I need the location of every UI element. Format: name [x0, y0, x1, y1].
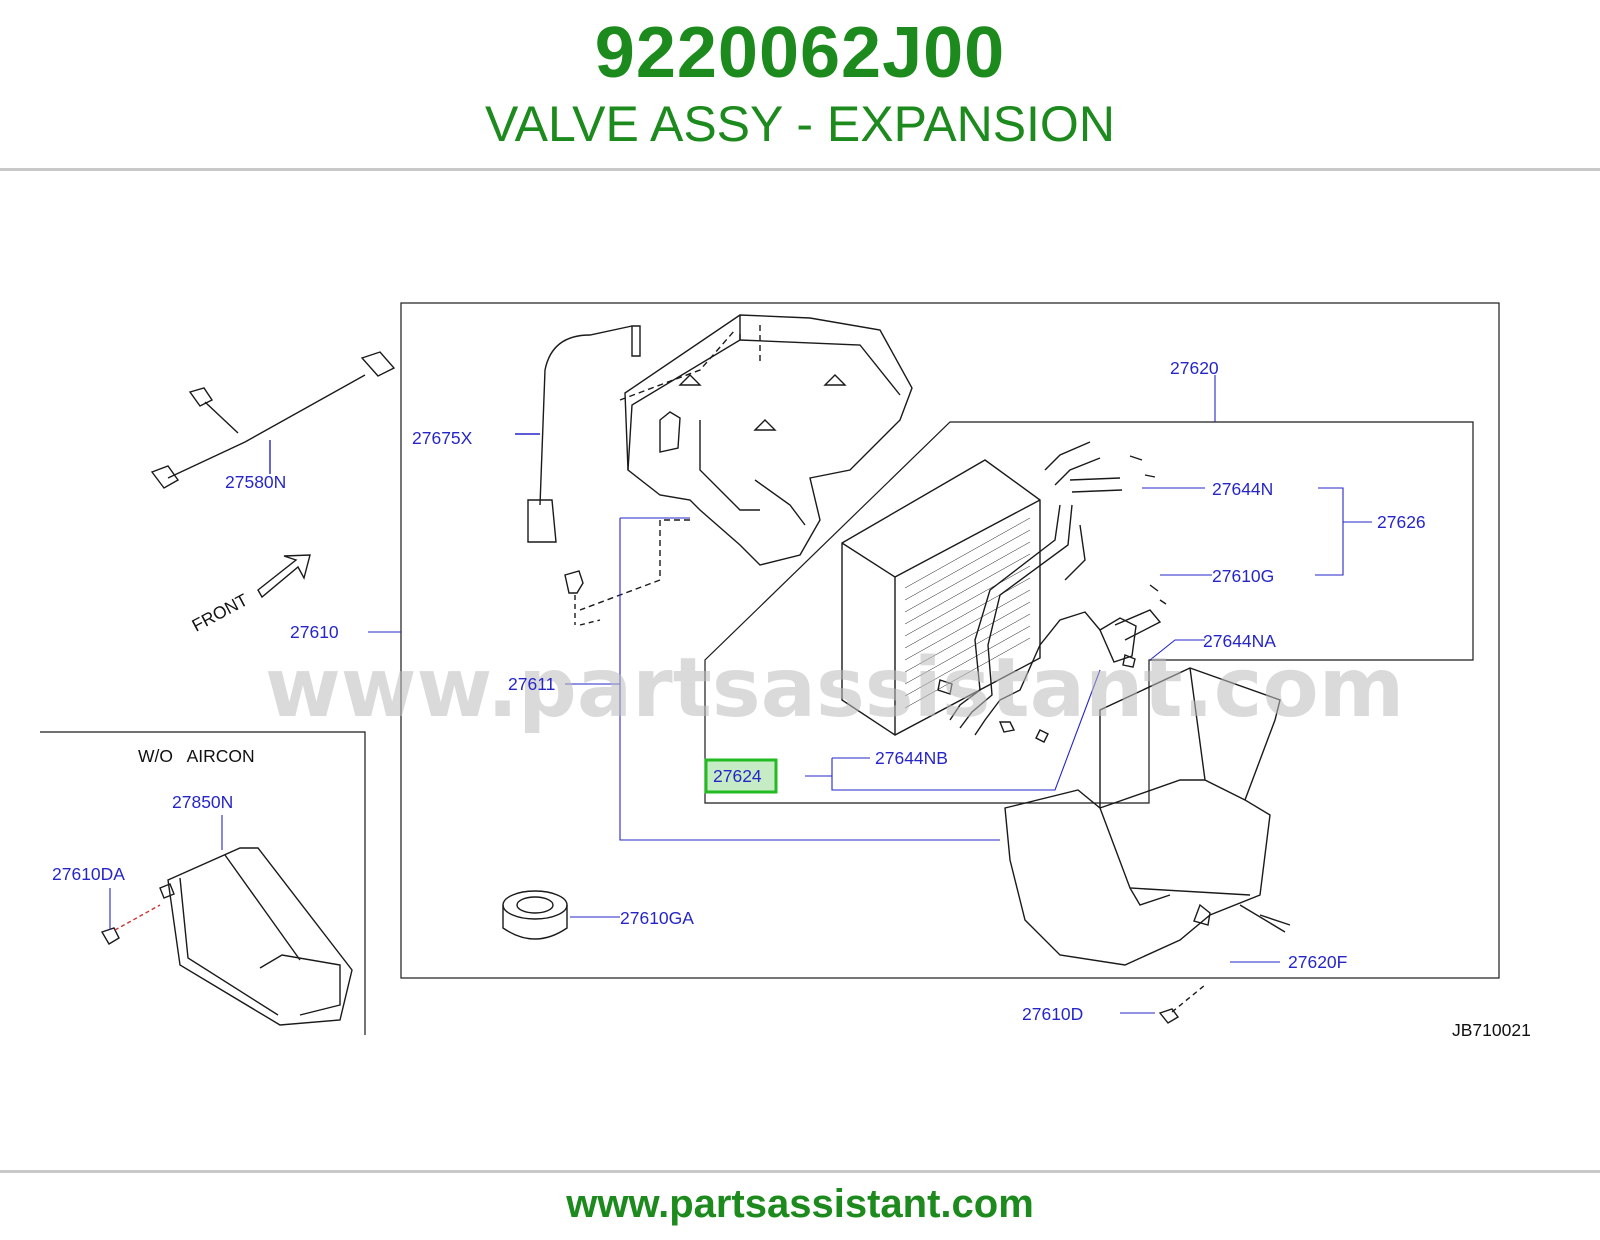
callout-27675X[interactable]: 27675X — [412, 428, 473, 448]
callout-27620F[interactable]: 27620F — [1288, 952, 1347, 972]
lower-case-part — [1004, 667, 1291, 966]
callout-27620[interactable]: 27620 — [1170, 358, 1219, 378]
callout-27644NB[interactable]: 27644NB — [875, 748, 948, 768]
part-number-title: 9220062J00 — [594, 13, 1006, 93]
highlight-box — [704, 758, 778, 794]
callout-27624-highlighted[interactable]: 27624 — [713, 766, 762, 786]
callout-27644NA[interactable]: 27644NA — [1203, 631, 1276, 651]
main-assembly-frame — [400, 302, 1500, 979]
callout-27610DA[interactable]: 27610DA — [52, 864, 125, 884]
part-name-subtitle: VALVE ASSY - EXPANSION — [485, 96, 1115, 152]
callout-27610G[interactable]: 27610G — [1212, 566, 1274, 586]
duct-part-27850N — [159, 847, 353, 1026]
front-arrow-icon — [257, 554, 311, 599]
callout-27626[interactable]: 27626 — [1377, 512, 1426, 532]
callout-27850N[interactable]: 27850N — [172, 792, 233, 812]
watermark-text: www.partsassistant.com — [265, 641, 1404, 736]
callout-27644N[interactable]: 27644N — [1212, 479, 1273, 499]
page-header: 9220062J00 VALVE ASSY - EXPANSION — [0, 0, 1600, 168]
inset-title: W/O AIRCON — [138, 746, 255, 766]
harness-part-27580N — [150, 351, 396, 489]
expansion-valve-part-27624 — [937, 609, 1162, 743]
callout-27610D[interactable]: 27610D — [1022, 1004, 1083, 1024]
footer-website-link[interactable]: www.partsassistant.com — [566, 1182, 1034, 1226]
upper-case-part — [579, 314, 913, 611]
footer-divider — [0, 1170, 1600, 1173]
sensor-part-27675X — [515, 325, 641, 543]
inset-frame — [40, 731, 366, 1035]
leader-lines — [109, 375, 1372, 1014]
callout-27610GA[interactable]: 27610GA — [620, 908, 694, 928]
callout-27611[interactable]: 27611 — [508, 674, 555, 694]
callout-27610[interactable]: 27610 — [290, 622, 339, 642]
callout-27580N[interactable]: 27580N — [225, 472, 286, 492]
clip-part — [564, 570, 601, 626]
bolt-part-27610D — [1158, 984, 1206, 1024]
front-label: FRONT — [188, 589, 251, 635]
seal-part-27610GA — [502, 890, 568, 940]
evaporator-core-part — [841, 459, 1041, 736]
drawing-code: JB710021 — [1452, 1020, 1531, 1040]
header-divider — [0, 168, 1600, 171]
pipe-assembly-part-27626 — [949, 441, 1167, 729]
screw-part-27610DA — [100, 904, 161, 945]
evaporator-group-frame — [704, 421, 1474, 804]
